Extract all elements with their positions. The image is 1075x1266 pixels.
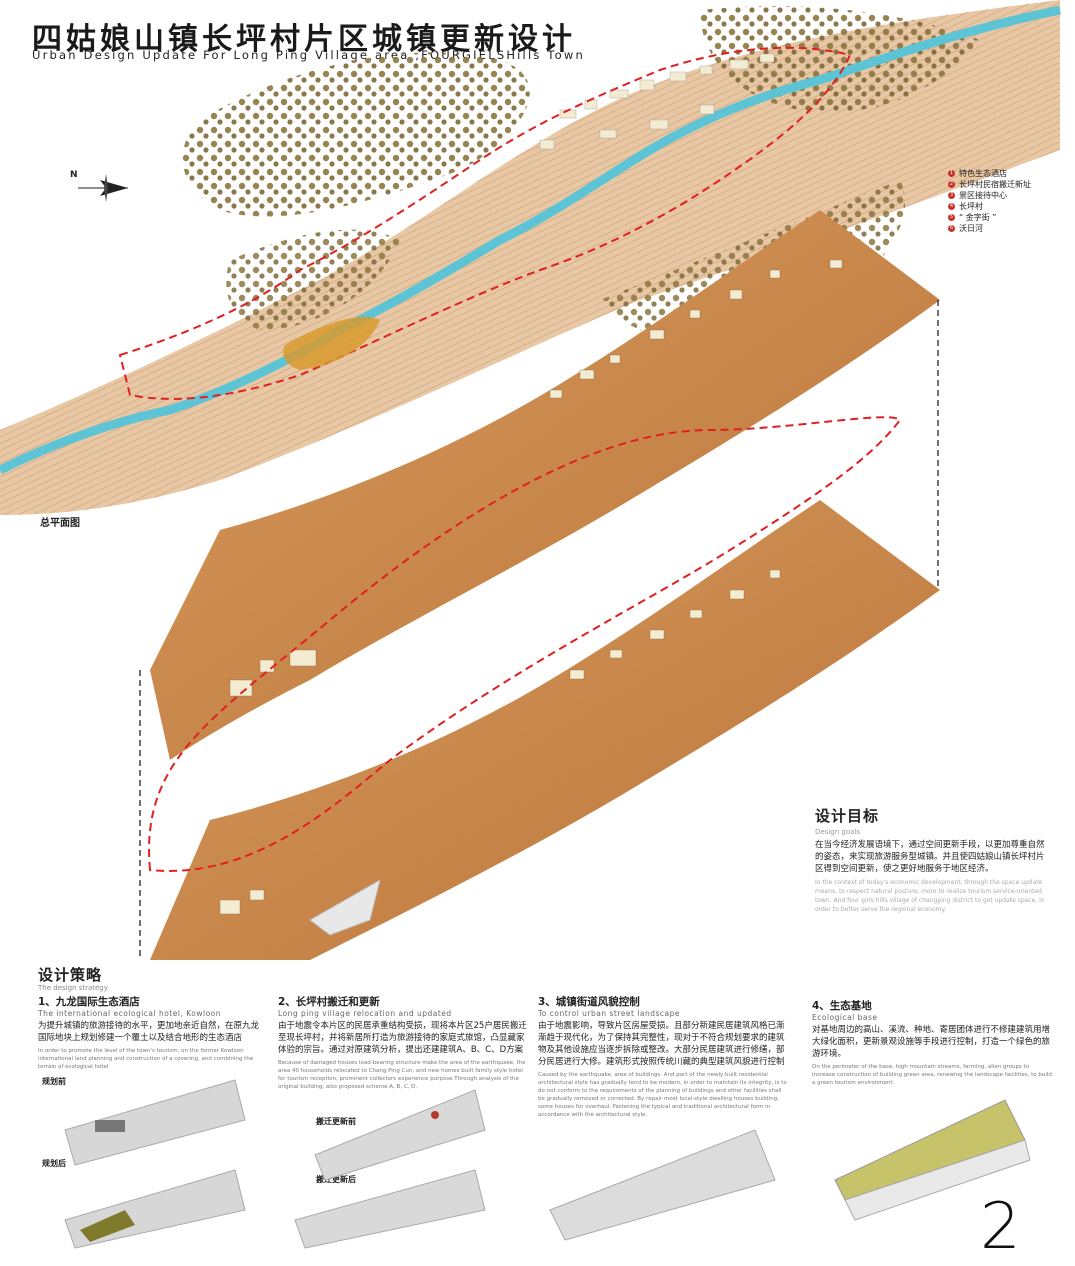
strategy-body: 由于地震影响，导致片区房屋受损。且部分新建民居建筑风格已渐渐趋于现代化，为了保持… [538, 1021, 785, 1067]
strategy-item-4: 4、生态基地 Ecological base 对基地周边的高山、溪流、种地、寄居… [812, 998, 1052, 1087]
strategy-body-en: Because of damaged houses load-bearing s… [278, 1060, 526, 1090]
page-title: 四姑娘山镇长坪村片区城镇更新设计 [32, 22, 576, 57]
legend-marker: 1 [948, 170, 955, 177]
strategy-heading-en: Long ping village relocation and updated [278, 1009, 452, 1018]
legend-item: 5 “ 金字街 ” [948, 212, 1031, 223]
thumb-hotel-after [64, 1169, 246, 1249]
strategy-body-en: On the perimeter of the base, high mount… [812, 1064, 1052, 1086]
strategy-heading: 3、城镇街道风貌控制 [538, 996, 640, 1008]
strategy-body-en: In order to promote the level of the tow… [38, 1048, 254, 1070]
strategy-body-en: Caused by the earthquake, area of buildi… [538, 1072, 787, 1118]
thumb-ecological-base [834, 1099, 1031, 1221]
legend-label: 长坪村民宿搬迁新址 [959, 180, 1031, 189]
strategy-heading: 1、九龙国际生态酒店 [38, 996, 140, 1008]
strategy-item-1: 1、九龙国际生态酒店 The international ecological … [38, 994, 266, 1071]
strategy-title-en: The design strategy [38, 984, 108, 992]
legend-item: 4 长坪村 [948, 201, 1031, 212]
after-label: 搬迁更新后 [316, 1175, 356, 1184]
model-buildings [219, 569, 781, 915]
strategy-thumbnails [64, 1079, 1031, 1249]
north-label: N [70, 170, 78, 180]
legend-marker: 3 [948, 192, 955, 199]
terrain-models [139, 210, 940, 960]
strategy-item-2: 2、长坪村搬迁和更新 Long ping village relocation … [278, 994, 528, 1091]
strategy-body: 为提升城镇的旅游接待的水平，更加地亲近自然，在原九龙国际地块上规划修建一个覆土以… [38, 1021, 260, 1043]
before-label: 规划前 [42, 1077, 66, 1086]
legend-label: 景区接待中心 [959, 191, 1007, 200]
legend-item: 3 景区接待中心 [948, 190, 1031, 201]
legend-item: 1 特色生态酒店 [948, 168, 1031, 179]
before-label: 搬迁更新前 [316, 1117, 356, 1126]
after-label: 规划后 [42, 1159, 66, 1168]
strategy-body: 对基地周边的高山、溪流、种地、寄居团体进行不修建建筑用增大绿化面积，更新景观设施… [812, 1025, 1051, 1059]
thumb-street [549, 1129, 776, 1241]
terrain-model-proposed [150, 500, 940, 960]
legend-marker: 6 [948, 225, 955, 232]
north-arrow-icon [78, 174, 128, 202]
legend-label: “ 金字街 ” [959, 213, 997, 222]
legend-marker: 2 [948, 181, 955, 188]
thumb-village-before [314, 1089, 486, 1181]
legend-marker: 4 [948, 203, 955, 210]
goals-title-en: Design goals [815, 828, 861, 836]
legend-marker: 5 [948, 214, 955, 221]
design-goals: 设计目标 Design goals 在当今经济发展语境下，通过空间更新手段，以更… [815, 805, 1050, 914]
model-buildings [229, 259, 843, 697]
eco-hotel-patch [309, 878, 381, 936]
map-legend: 1 特色生态酒店 2 长坪村民宿搬迁新址 3 景区接待中心 4 长坪村 5 “ 金字街 ”… [948, 168, 1031, 234]
thumb-village-after [294, 1169, 486, 1249]
goals-title: 设计目标 [815, 807, 880, 825]
page-number: 2 [980, 1190, 1021, 1264]
terrain-model-current [150, 210, 940, 760]
legend-label: 沃日河 [959, 224, 983, 233]
goals-body-en: In the context of today's economic devel… [815, 879, 1045, 913]
plan-label: 总平面图 [40, 518, 80, 529]
legend-item: 6 沃日河 [948, 223, 1031, 234]
goals-body: 在当今经济发展语境下，通过空间更新手段，以更加尊重自然的姿态，来实现旅游服务型城… [815, 840, 1045, 874]
strategy-heading: 4、生态基地 [812, 1000, 872, 1012]
legend-label: 特色生态酒店 [959, 169, 1007, 178]
thumb-hotel-before [64, 1079, 246, 1166]
strategy-heading: 2、长坪村搬迁和更新 [278, 996, 380, 1008]
strategy-item-3: 3、城镇街道风貌控制 To control urban street lands… [538, 994, 788, 1119]
legend-item: 2 长坪村民宿搬迁新址 [948, 179, 1031, 190]
strategy-title: 设计策略 [38, 966, 103, 984]
strategy-heading-en: To control urban street landscape [538, 1009, 681, 1018]
strategy-heading-en: The international ecological hotel, Kowl… [38, 1009, 222, 1018]
legend-label: 长坪村 [959, 202, 983, 211]
strategy-body: 由于地震令本片区的民居承重结构受损，现将本片区25户居民搬迁至现长坪村，并将新居… [278, 1021, 527, 1055]
strategy-heading-en: Ecological base [812, 1013, 878, 1022]
